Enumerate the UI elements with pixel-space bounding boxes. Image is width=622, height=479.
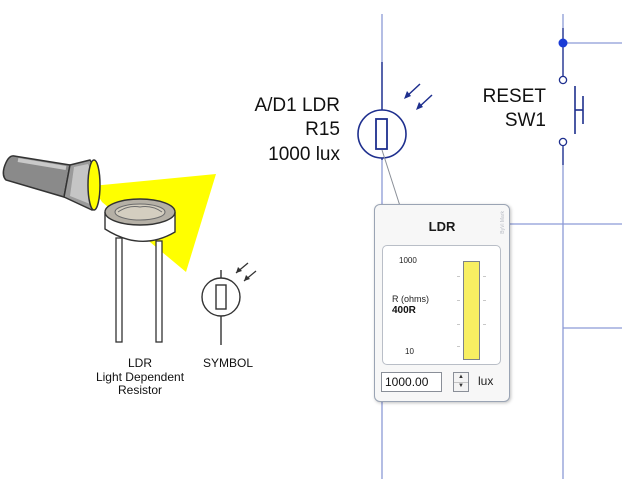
resistance-meter: 1000 10 R (ohms) 400R xyxy=(382,245,501,365)
spin-down-icon[interactable]: ▼ xyxy=(458,383,464,389)
scale-tick xyxy=(483,300,486,301)
resistance-label: R (ohms) xyxy=(392,294,430,304)
scale-tick xyxy=(457,276,460,277)
component-illuminance-label: 1000 lux xyxy=(268,144,340,165)
ldr-control-panel[interactable]: LDR ByVi Mark 1000 10 R (ohms) 400R ▲ ▼ … xyxy=(374,204,510,402)
scale-tick xyxy=(483,276,486,277)
ldr-caption: LDR xyxy=(127,356,152,370)
ldr-full-name-line1: Light Dependent xyxy=(95,370,185,384)
light-level-bar xyxy=(463,261,480,360)
scale-max-label: 1000 xyxy=(399,256,417,265)
panel-title: LDR xyxy=(428,219,456,234)
ldr-symbol-icon xyxy=(201,262,257,345)
ldr-full-name-line2: Resistor xyxy=(117,383,162,397)
schematic-ldr-r15[interactable] xyxy=(357,62,433,207)
reset-switch-label: RESET xyxy=(482,86,546,107)
lux-input[interactable] xyxy=(381,372,442,392)
lux-unit-label: lux xyxy=(478,374,494,388)
ldr-component-illustration xyxy=(104,198,176,343)
symbol-caption: SYMBOL xyxy=(202,356,253,370)
scale-tick xyxy=(483,324,486,325)
scale-tick xyxy=(457,300,460,301)
reset-switch-sw1[interactable] xyxy=(558,28,584,165)
resistance-value: 400R xyxy=(392,305,416,316)
scale-min-label: 10 xyxy=(405,347,414,356)
net-junction-dot xyxy=(558,38,568,48)
component-ref-label: A/D1 LDR xyxy=(254,95,340,116)
reset-switch-name: SW1 xyxy=(504,110,546,131)
lux-spinner[interactable]: ▲ ▼ xyxy=(453,372,469,392)
flashlight-icon xyxy=(2,155,101,212)
component-name-label: R15 xyxy=(305,119,340,140)
panel-brand-watermark: ByVi Mark xyxy=(500,211,506,234)
spin-up-icon[interactable]: ▲ xyxy=(454,373,468,383)
scale-tick xyxy=(457,324,460,325)
scale-tick xyxy=(457,346,460,347)
